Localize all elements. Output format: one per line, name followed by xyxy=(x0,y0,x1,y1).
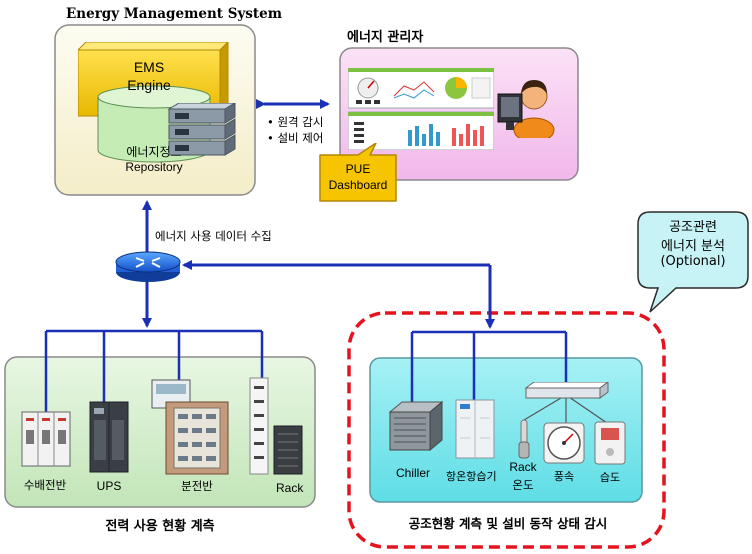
pue-label2: Dashboard xyxy=(328,178,388,192)
sensor-gateway-icon xyxy=(524,382,609,399)
repository-cylinder xyxy=(97,85,211,109)
server-stack-icon xyxy=(167,103,236,156)
operator-person-icon xyxy=(497,80,555,138)
hvac-caption: 공조현황 계측 및 설비 동작 상태 감시 xyxy=(408,516,608,531)
ups-icon xyxy=(89,401,129,473)
thermo-hygrostat-icon xyxy=(455,399,495,459)
hvac-item-thermo: 항온항습기 xyxy=(446,470,497,483)
pue-callout-shape xyxy=(319,143,397,202)
hvac-item-rack-temp2: 온도 xyxy=(512,478,534,492)
power-item-ups: UPS xyxy=(96,479,122,493)
manager-title: 에너지 관리자 xyxy=(347,30,424,45)
ems-title: Energy Management System xyxy=(66,6,282,22)
optional-callout-shape xyxy=(637,211,749,313)
dashboard-screens xyxy=(348,68,494,150)
switchgear-icon xyxy=(21,411,71,467)
hvac-item-humidity: 습도 xyxy=(599,471,621,484)
equip-control-label: • 설비 제어 xyxy=(267,131,324,145)
power-panel xyxy=(4,356,316,508)
hvac-dashed-frame xyxy=(347,311,666,549)
hvac-item-chiller: Chiller xyxy=(396,466,431,480)
ems-engine-label2: Engine xyxy=(127,77,171,93)
chiller-icon xyxy=(388,400,444,452)
ems-engine-label1: EMS xyxy=(133,59,165,75)
optional-callout-line3: (Optional) xyxy=(660,254,726,269)
hvac-item-airflow: 풍속 xyxy=(553,470,575,483)
humidity-sensor-icon xyxy=(594,421,626,465)
distribution-panel-icon xyxy=(151,379,229,475)
optional-callout-line1: 공조관련 xyxy=(669,220,717,235)
optional-callout-line2: 에너지 분석 xyxy=(661,239,725,254)
power-item-distribution: 분전반 xyxy=(181,479,213,493)
power-item-switchgear: 수배전반 xyxy=(23,478,67,492)
repository-label2: Repository xyxy=(125,160,183,174)
data-collect-label: 에너지 사용 데이터 수집 xyxy=(155,229,272,243)
temperature-probe-icon xyxy=(518,419,530,459)
remote-monitor-label: • 원격 감시 xyxy=(267,115,324,129)
pue-label1: PUE xyxy=(345,162,371,176)
power-item-rack: Rack xyxy=(276,481,304,495)
router-icon xyxy=(115,251,181,282)
rack-icon xyxy=(249,377,303,475)
repository-label1: 에너지정보 xyxy=(126,145,182,159)
power-caption: 전력 사용 현황 계측 xyxy=(105,519,215,534)
airflow-gauge-icon xyxy=(543,422,585,464)
hvac-item-rack-temp1: Rack xyxy=(509,460,537,474)
